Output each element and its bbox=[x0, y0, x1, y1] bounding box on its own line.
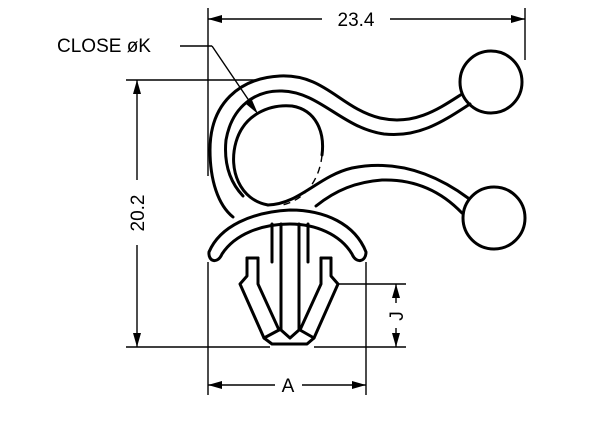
stem-outer bbox=[270, 222, 310, 264]
dimension-base-label: A bbox=[282, 376, 295, 397]
close-hole-circle bbox=[232, 104, 325, 207]
dimension-tip: J bbox=[314, 283, 408, 348]
anchor-sides bbox=[245, 256, 333, 340]
anchor-left-inner bbox=[256, 256, 323, 332]
dimension-hole: CLOSE øK bbox=[57, 36, 258, 114]
clip-outer-loop bbox=[208, 74, 464, 219]
anchor-left-barb bbox=[238, 256, 340, 346]
close-hole-dashed bbox=[281, 154, 323, 206]
hole-label: CLOSE øK bbox=[57, 36, 151, 57]
dimension-width-label: 23.4 bbox=[338, 10, 375, 31]
lower-strap-top bbox=[266, 163, 470, 207]
dimension-height: 20.2 bbox=[126, 79, 270, 348]
dimension-height-label: 20.2 bbox=[128, 195, 149, 232]
dimension-tip-label: J bbox=[387, 311, 408, 321]
lower-strap-bottom bbox=[314, 178, 464, 215]
lower-knob bbox=[461, 185, 527, 251]
upper-knob bbox=[458, 49, 524, 115]
dome-cap bbox=[207, 208, 368, 262]
clip-inner-loop bbox=[224, 89, 472, 198]
clip-outline bbox=[207, 49, 527, 346]
anchor-core bbox=[279, 222, 301, 340]
dimension-base: A bbox=[207, 262, 367, 397]
dimension-width: 23.4 bbox=[207, 8, 526, 176]
